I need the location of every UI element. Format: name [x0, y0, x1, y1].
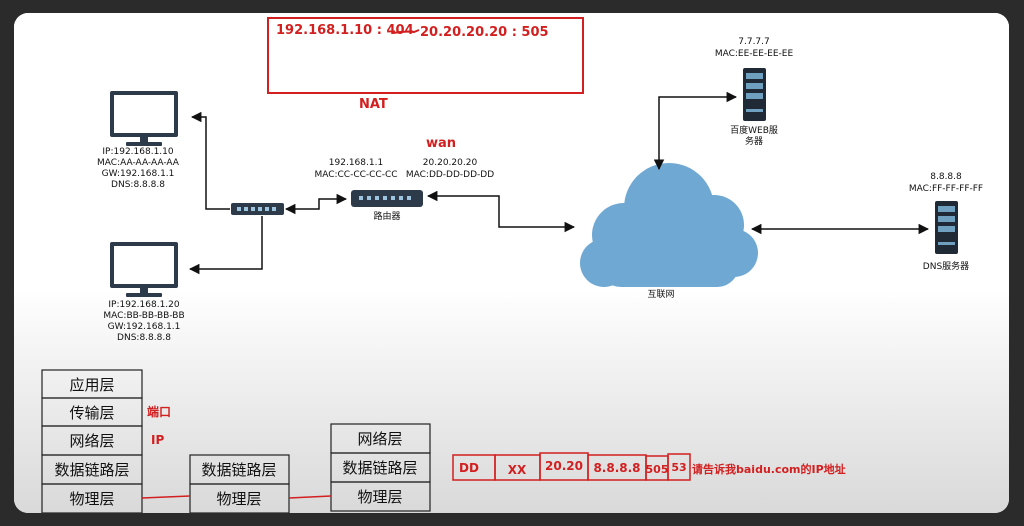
web-server-mac: MAC:EE-EE-EE-EE	[715, 49, 794, 59]
network-diagram: 192.168.1.10 : 404 20.20.20.20 : 505 NAT…	[14, 13, 1009, 513]
diagram-canvas: 192.168.1.10 : 404 20.20.20.20 : 505 NAT…	[14, 13, 1009, 513]
internet-cloud-icon	[580, 163, 758, 287]
packet-payload: 请告诉我baidu.com的IP地址	[692, 462, 846, 476]
packet-field-dest-ip: 8.8.8.8	[593, 461, 640, 475]
nat-label: NAT	[359, 97, 388, 112]
network-annotation: IP	[151, 433, 164, 447]
background	[14, 13, 1009, 513]
router-lan-mac: MAC:CC-CC-CC-CC	[314, 170, 397, 180]
web-server-ip: 7.7.7.7	[738, 37, 770, 47]
switch-layer-box	[189, 483, 290, 513]
host-layer-transport: 传输层	[69, 404, 114, 422]
host-layer-network: 网络层	[69, 432, 114, 450]
router-icon	[351, 190, 423, 207]
physical-link-host-switch	[141, 495, 191, 499]
dns-server-icon	[935, 201, 958, 254]
pc2-dns: DNS:8.8.8.8	[117, 333, 171, 343]
packet-field-src-port: 505	[646, 463, 669, 476]
link-internet-web	[653, 91, 738, 171]
packet-field-dest-port: 53	[671, 461, 686, 474]
router-layer-datalink: 数据链路层	[342, 459, 417, 477]
pc1-gw: GW:192.168.1.1	[102, 169, 175, 179]
pc1-dns: DNS:8.8.8.8	[111, 180, 165, 190]
packet-field-src-ip: 20.20	[545, 459, 583, 473]
physical-link-switch-router	[288, 495, 332, 499]
dns-server-name: DNS服务器	[923, 260, 969, 272]
switch-layer-datalink: 数据链路层	[201, 461, 276, 479]
dns-server-mac: MAC:FF-FF-FF-FF	[909, 184, 983, 194]
pc2-ip: IP:192.168.1.20	[108, 300, 180, 310]
router-wan-ip: 20.20.20.20	[423, 158, 478, 168]
link-switch-pc1	[190, 111, 230, 210]
nat-mapping-private: 192.168.1.10 : 404	[276, 23, 414, 38]
host-protocol-stack: 应用层 传输层 网络层 数据链路层 物理层	[41, 369, 143, 513]
nat-table-box	[267, 17, 584, 94]
router-layer-network: 网络层	[357, 430, 402, 448]
packet-field-dest-mac: DD	[459, 461, 479, 475]
packet-field-src-mac: XX	[508, 463, 527, 477]
router-lan-ip: 192.168.1.1	[329, 158, 383, 168]
host-layer-box	[41, 483, 143, 513]
link-switch-pc2	[188, 216, 263, 275]
switch-layer-physical: 物理层	[216, 490, 261, 508]
link-router-internet	[426, 190, 576, 233]
wan-label: wan	[426, 136, 456, 151]
nat-mapping-arrow	[392, 29, 420, 34]
router-layer-physical: 物理层	[357, 488, 402, 506]
pc2-monitor-icon	[110, 242, 178, 297]
pc1-monitor-icon	[110, 91, 178, 146]
host-layer-physical: 物理层	[69, 490, 114, 508]
host-layer-application: 应用层	[69, 376, 114, 394]
router-protocol-stack: 网络层 数据链路层 物理层	[330, 423, 431, 512]
packet-frame: DD XX 20.20 8.8.8.8 505 53 请告诉我baidu.com…	[452, 452, 846, 481]
dns-server-ip: 8.8.8.8	[930, 172, 962, 182]
transport-annotation: 端口	[147, 404, 171, 419]
host-layer-datalink: 数据链路层	[54, 461, 129, 479]
internet-label: 互联网	[647, 289, 674, 300]
link-switch-router	[284, 193, 348, 215]
packet-field-box	[667, 453, 691, 481]
pc2-mac: MAC:BB-BB-BB-BB	[103, 311, 184, 321]
nat-mapping-public: 20.20.20.20 : 505	[420, 25, 549, 40]
router-name: 路由器	[373, 210, 400, 222]
pc1-ip: IP:192.168.1.10	[102, 147, 174, 157]
web-server-name-2: 务器	[745, 135, 763, 147]
pc2-gw: GW:192.168.1.1	[108, 322, 181, 332]
router-wan-mac: MAC:DD-DD-DD-DD	[406, 170, 494, 180]
switch-protocol-stack: 数据链路层 物理层	[189, 454, 290, 513]
web-server-name-1: 百度WEB服	[730, 124, 778, 136]
pc1-mac: MAC:AA-AA-AA-AA	[97, 158, 180, 168]
switch-icon	[231, 203, 284, 215]
web-server-icon	[743, 68, 766, 121]
